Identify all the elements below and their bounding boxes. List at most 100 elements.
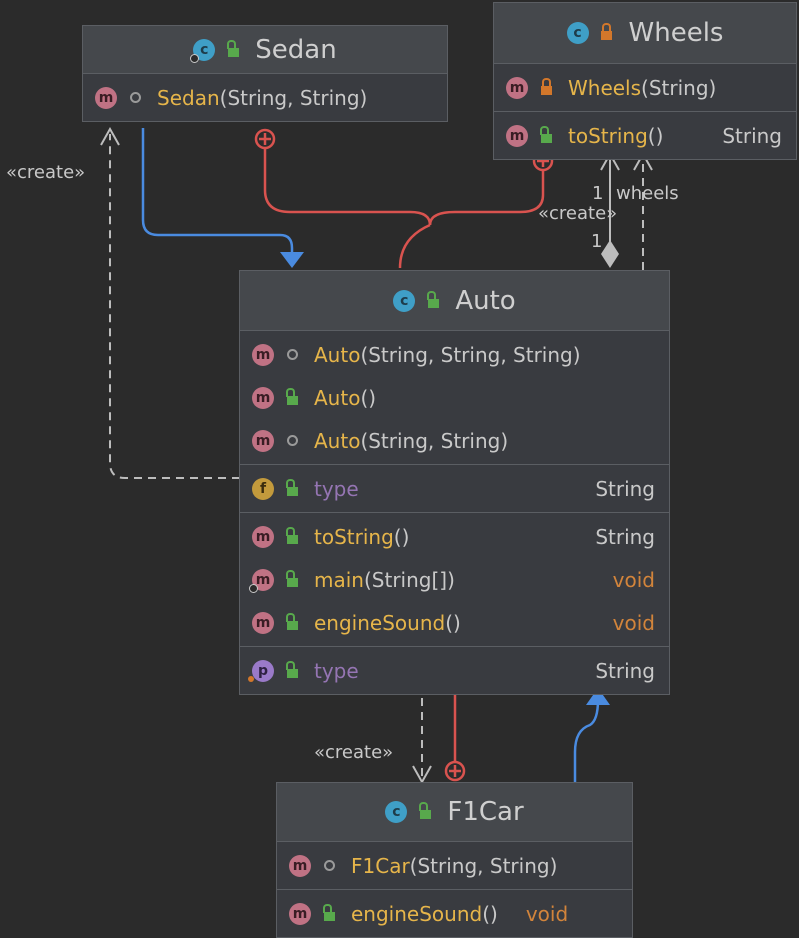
constructors-section: m Wheels(String) bbox=[494, 64, 796, 112]
class-header: c Wheels bbox=[494, 3, 796, 64]
package-private-icon bbox=[127, 90, 143, 106]
member-name: toString bbox=[314, 524, 394, 549]
package-private-icon bbox=[284, 433, 300, 449]
method-icon: m bbox=[506, 76, 528, 99]
class-icon: c bbox=[393, 289, 416, 312]
member-params: (String, String) bbox=[219, 85, 368, 110]
methods-section: m engineSound() void bbox=[277, 890, 632, 937]
method-icon: m bbox=[95, 86, 117, 109]
member-row[interactable]: m toString() String bbox=[240, 515, 669, 558]
edge-f1car-extends-auto bbox=[573, 699, 600, 782]
member-row[interactable]: m main(String[]) void bbox=[240, 558, 669, 601]
package-private-icon bbox=[284, 347, 300, 363]
methods-section: m toString() String bbox=[494, 112, 796, 159]
member-row[interactable]: f type String bbox=[240, 467, 669, 510]
member-row[interactable]: m Auto(String, String, String) bbox=[240, 333, 669, 376]
member-params: () bbox=[393, 524, 410, 549]
member-name: Auto bbox=[314, 428, 361, 453]
public-lock-icon bbox=[284, 569, 300, 588]
class-name: Auto bbox=[455, 285, 516, 316]
class-wheels[interactable]: c Wheels m Wheels(String) m toString() S… bbox=[493, 2, 797, 160]
create-arrowhead-sedan bbox=[100, 126, 120, 146]
class-header: c Sedan bbox=[83, 26, 447, 74]
class-icon: c bbox=[385, 801, 408, 823]
property-icon: p bbox=[248, 659, 274, 682]
member-row[interactable]: m engineSound() void bbox=[240, 601, 669, 644]
method-icon: m bbox=[252, 343, 274, 366]
inheritance-arrowhead-auto-bottom bbox=[586, 688, 610, 705]
public-lock-icon bbox=[284, 660, 300, 679]
member-row[interactable]: m Auto() bbox=[240, 376, 669, 419]
class-f1car[interactable]: c F1Car m F1Car(String, String) m engine… bbox=[276, 782, 633, 938]
public-lock-icon bbox=[538, 125, 554, 144]
inheritance-arrowhead-auto-top bbox=[280, 252, 304, 268]
member-type: String bbox=[722, 123, 782, 148]
member-type: String bbox=[595, 476, 655, 501]
multiplicity-bottom: 1 bbox=[591, 231, 603, 252]
class-name: F1Car bbox=[447, 797, 524, 827]
class-header: c Auto bbox=[240, 271, 669, 331]
member-row[interactable]: m engineSound() void bbox=[277, 892, 632, 935]
member-type: String bbox=[595, 524, 655, 549]
method-icon: m bbox=[252, 386, 274, 409]
class-header: c F1Car bbox=[277, 783, 632, 842]
constructors-section: m Auto(String, String, String) m Auto() … bbox=[240, 331, 669, 465]
member-name: Wheels bbox=[568, 75, 642, 100]
public-lock-icon bbox=[225, 39, 241, 58]
public-lock-icon bbox=[284, 478, 300, 497]
member-row[interactable]: m toString() String bbox=[494, 114, 796, 157]
create-label-f1car: «create» bbox=[314, 742, 394, 763]
edge-auto-create-sedan bbox=[109, 134, 240, 479]
member-name: engineSound bbox=[314, 610, 446, 635]
member-params: (String) bbox=[641, 75, 717, 100]
member-type: void bbox=[525, 901, 569, 926]
private-lock-icon bbox=[538, 77, 554, 96]
member-name: engineSound bbox=[351, 901, 483, 926]
method-icon: m bbox=[252, 525, 274, 548]
member-params: (String[]) bbox=[363, 567, 455, 592]
constructors-section: m Sedan(String, String) bbox=[83, 74, 447, 121]
member-name: toString bbox=[568, 123, 648, 148]
method-icon: m bbox=[249, 568, 274, 593]
role-label-wheels: wheels bbox=[616, 183, 679, 204]
method-icon: m bbox=[252, 429, 274, 452]
class-sedan[interactable]: c Sedan m Sedan(String, String) bbox=[82, 25, 448, 122]
class-icon: c bbox=[190, 38, 216, 63]
composition-diamond bbox=[601, 240, 619, 268]
constructors-section: m F1Car(String, String) bbox=[277, 842, 632, 890]
public-lock-icon bbox=[284, 612, 300, 631]
private-lock-icon bbox=[599, 23, 615, 41]
public-lock-icon bbox=[284, 526, 300, 545]
member-name: Auto bbox=[314, 342, 361, 367]
edge-inner-wheels bbox=[428, 170, 545, 226]
member-row[interactable]: m Auto(String, String) bbox=[240, 419, 669, 462]
public-lock-icon bbox=[321, 903, 337, 922]
method-icon: m bbox=[289, 854, 311, 877]
class-auto[interactable]: c Auto m Auto(String, String, String) m … bbox=[239, 270, 670, 695]
member-params: (String, String) bbox=[360, 428, 509, 453]
member-params: () bbox=[482, 901, 498, 926]
member-name: type bbox=[314, 658, 359, 683]
create-label-sedan: «create» bbox=[6, 162, 86, 183]
member-row[interactable]: m F1Car(String, String) bbox=[277, 844, 632, 887]
method-icon: m bbox=[289, 902, 311, 925]
class-name: Wheels bbox=[628, 18, 724, 48]
method-icon: m bbox=[506, 124, 528, 147]
member-name: Auto bbox=[314, 385, 361, 410]
member-type: void bbox=[612, 567, 655, 592]
member-row[interactable]: m Wheels(String) bbox=[494, 66, 796, 109]
member-row[interactable]: p type String bbox=[240, 649, 669, 692]
member-row[interactable]: m Sedan(String, String) bbox=[83, 76, 447, 119]
class-name: Sedan bbox=[255, 34, 337, 65]
fields-section: f type String bbox=[240, 465, 669, 513]
public-lock-icon bbox=[284, 387, 300, 406]
member-params: () bbox=[647, 123, 664, 148]
create-label-wheels: «create» bbox=[538, 203, 618, 224]
member-params: (String, String) bbox=[409, 853, 558, 878]
member-name: type bbox=[314, 476, 359, 501]
edge-inner-auto bbox=[398, 223, 431, 269]
public-lock-icon bbox=[417, 802, 433, 820]
member-type: String bbox=[595, 658, 655, 683]
edge-inner-sedan bbox=[263, 148, 432, 226]
class-icon: c bbox=[566, 22, 589, 44]
